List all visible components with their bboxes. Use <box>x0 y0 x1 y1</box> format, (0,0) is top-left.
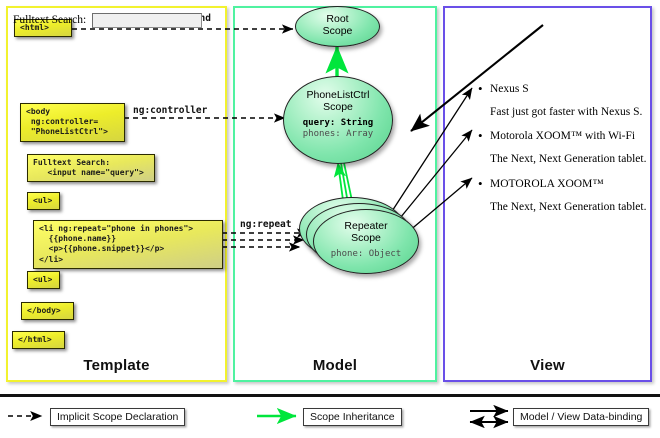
panel-view: View <box>443 6 652 382</box>
code-box-body-open: <body ng:controller= "PhoneListCtrl"> <box>20 103 125 142</box>
view-search-label: Fulltext Search: <box>13 14 87 26</box>
panel-label-view: View <box>530 357 565 374</box>
prop-phone: phone: Object <box>330 248 402 259</box>
panel-model: Model <box>233 6 437 382</box>
legend-label-scope-inheritance: Scope Inheritance <box>303 408 402 426</box>
view-item-name-2: MOTOROLA XOOM™ <box>490 178 604 190</box>
view-item-name-0: Nexus S <box>490 83 529 95</box>
prop-phones: phones: Array <box>302 129 374 139</box>
view-item-snippet-0: Fast just got faster with Nexus S. <box>490 106 643 118</box>
view-bullet-2: • <box>478 176 483 191</box>
legend-label-implicit-scope-declaration: Implicit Scope Declaration <box>50 408 186 426</box>
edge-label-controller: ng:controller <box>133 105 208 116</box>
code-box-ul-close: <ul> <box>27 271 60 290</box>
view-item-snippet-1: The Next, Next Generation tablet. <box>490 153 647 165</box>
legend: Implicit Scope Declaration Scope Inherit… <box>0 394 660 435</box>
view-bullet-1: • <box>478 128 483 143</box>
view-item-name-1: Motorola XOOM™ with Wi-Fi <box>490 130 636 142</box>
scope-repeater-props: phone: Object <box>314 249 418 260</box>
scope-phonelistctrl-props: query: String phones: Array <box>284 118 392 141</box>
prop-query: query: String <box>302 117 374 128</box>
panel-label-template: Template <box>83 357 150 374</box>
code-box-body-close: </body> <box>21 302 74 321</box>
code-box-search: Fulltext Search: <input name="query"> <box>27 154 155 183</box>
code-box-html-close: </html> <box>12 331 65 350</box>
code-box-html-open: <html> <box>14 19 72 38</box>
panel-label-model: Model <box>312 357 358 374</box>
legend-label-model-view-data-binding: Model / View Data-binding <box>513 408 650 426</box>
view-bullet-0: • <box>478 81 483 96</box>
view-item-snippet-2: The Next, Next Generation tablet. <box>490 201 647 213</box>
code-box-li-repeat: <li ng:repeat="phone in phones"> {{phone… <box>33 220 223 269</box>
code-box-ul-open: <ul> <box>27 192 60 211</box>
edge-label-repeat: ng:repeat <box>240 219 292 230</box>
view-search-input[interactable] <box>92 13 202 28</box>
